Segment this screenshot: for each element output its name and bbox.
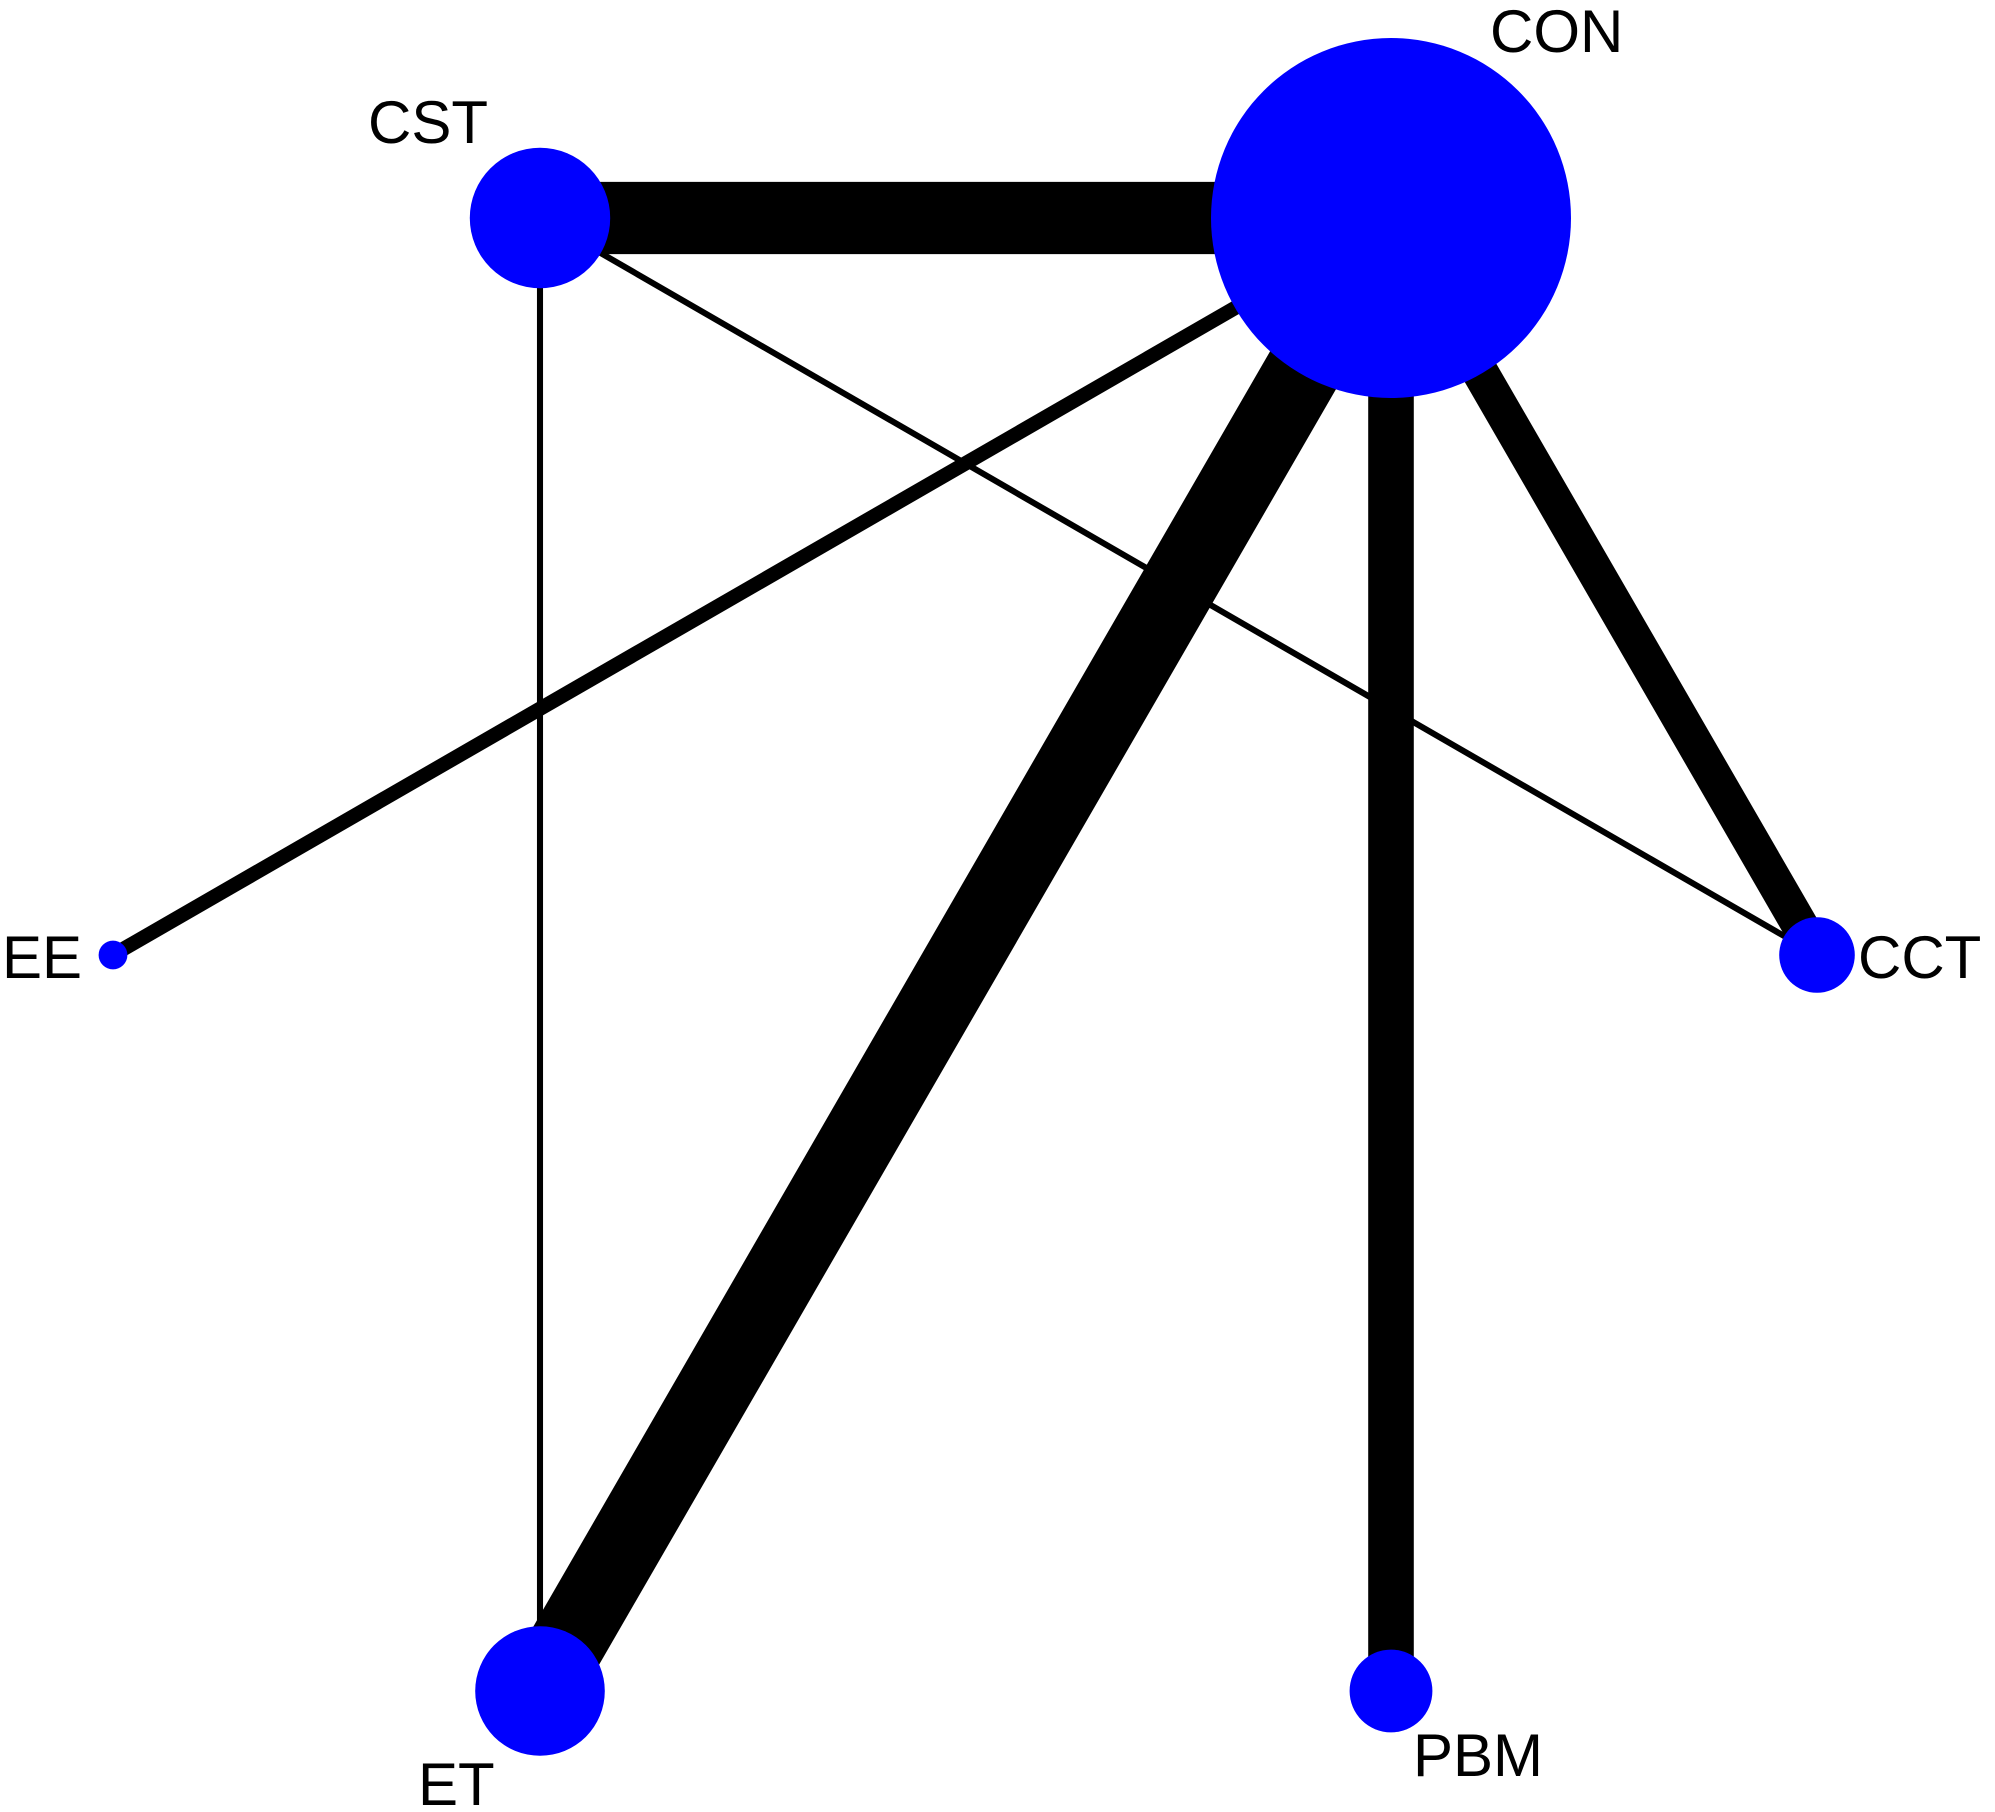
nodes-layer: [98, 38, 1855, 1756]
edge-ee-con: [109, 211, 1395, 962]
node-con: [1211, 38, 1571, 398]
node-label-ee: EE: [2, 924, 82, 991]
edges-layer: [109, 181, 1833, 1711]
node-label-cst: CST: [368, 89, 488, 156]
edge-cst-cct: [538, 215, 1819, 958]
node-cst: [469, 147, 611, 289]
node-cct: [1779, 917, 1855, 993]
node-label-con: CON: [1490, 0, 1623, 65]
node-label-pbm: PBM: [1413, 1722, 1543, 1789]
node-ee: [98, 940, 128, 970]
node-label-cct: CCT: [1858, 924, 1981, 991]
node-et: [475, 1626, 605, 1756]
edge-et-con: [507, 198, 1424, 1711]
node-pbm: [1349, 1649, 1433, 1733]
node-label-et: ET: [418, 1751, 495, 1812]
